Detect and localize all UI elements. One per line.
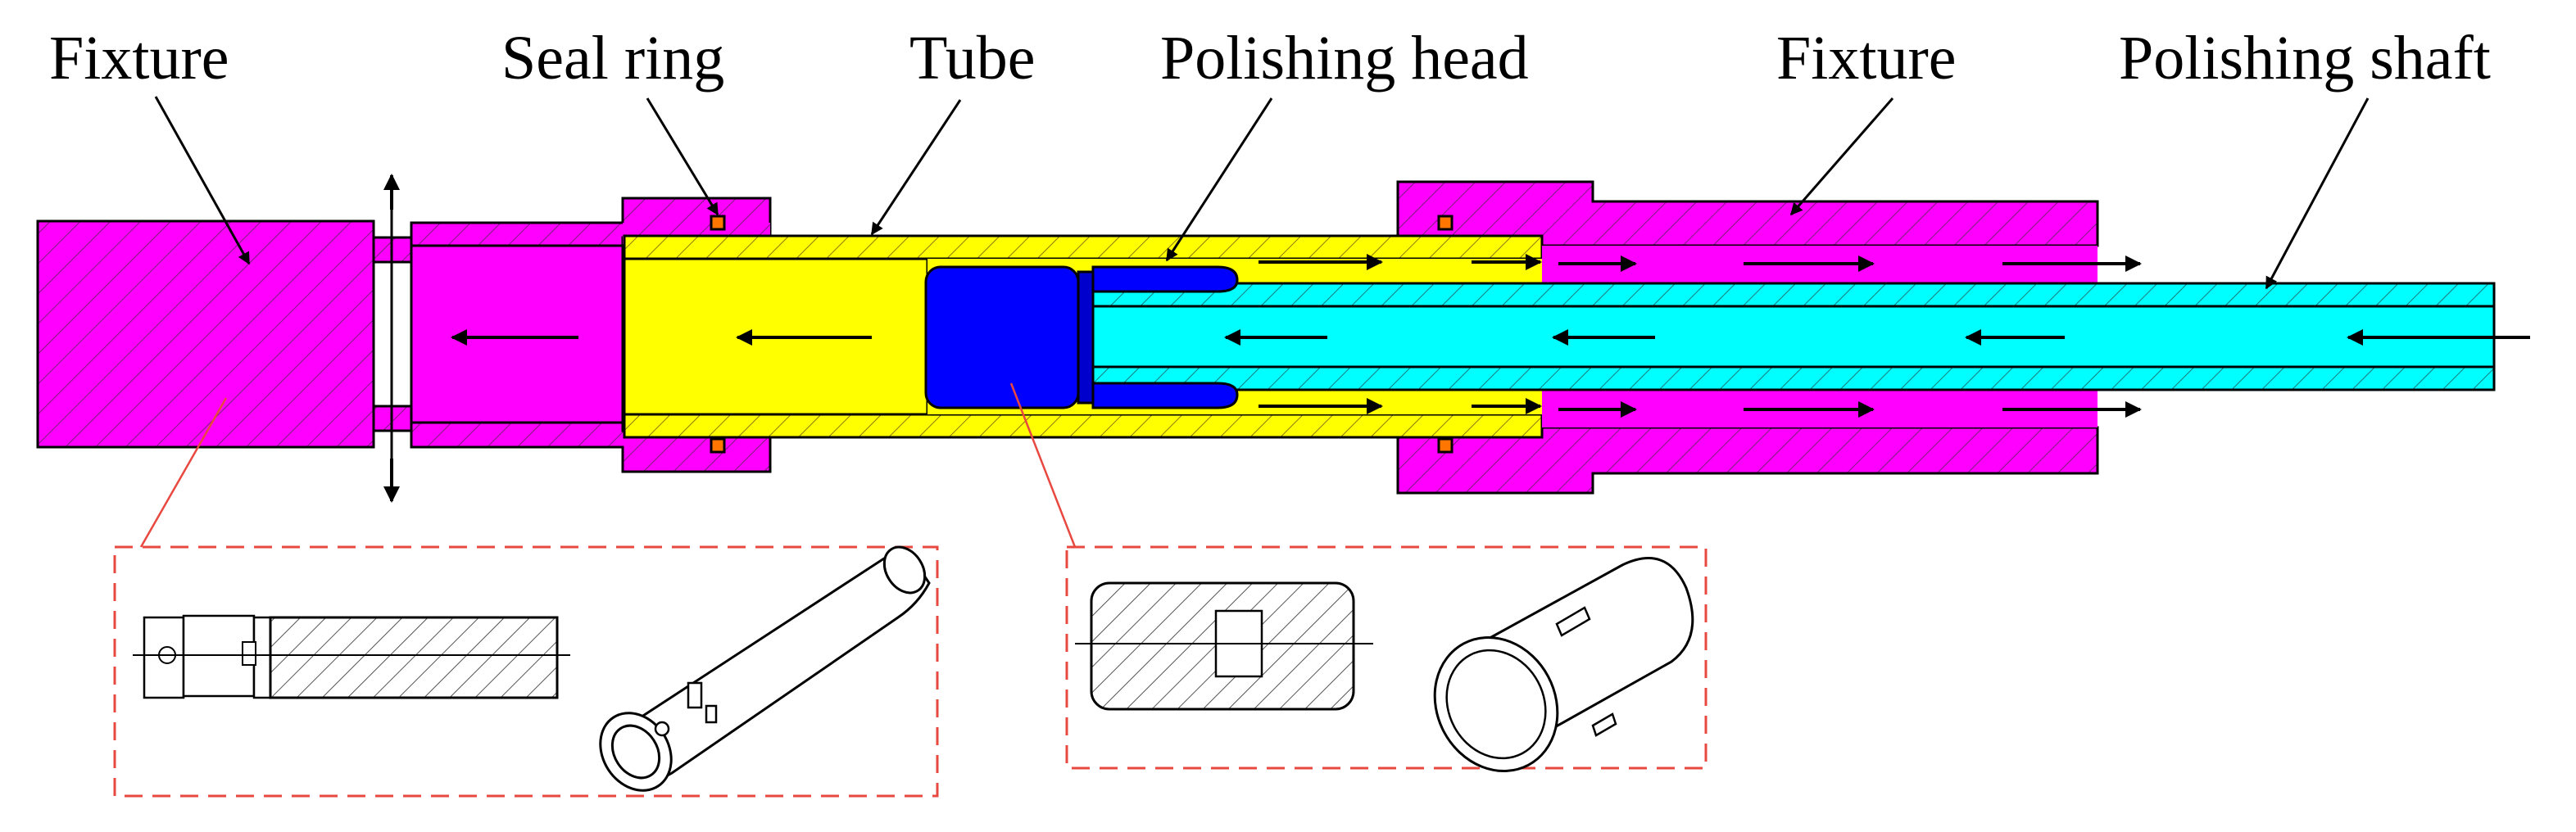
flow-arrows	[451, 254, 2530, 418]
polishing-head	[924, 265, 1239, 409]
detail-leader-left	[139, 397, 228, 548]
seal-rings	[710, 215, 1454, 454]
label-fixture-left: Fixture	[49, 24, 229, 93]
label-seal-ring: Seal ring	[501, 24, 724, 93]
label-polishing-head: Polishing head	[1160, 24, 1529, 93]
fixture-left	[36, 219, 413, 449]
label-polishing-shaft: Polishing shaft	[2119, 24, 2491, 93]
fixture-right	[1396, 180, 2099, 495]
label-tube: Tube	[909, 24, 1035, 93]
label-leaders	[154, 96, 2370, 290]
detail-box-left	[113, 545, 939, 798]
detail-leader-right	[1009, 382, 1077, 548]
label-fixture-right: Fixture	[1776, 24, 1957, 93]
fixture-adaptor	[410, 197, 772, 473]
detail-box-right	[1065, 545, 1708, 773]
